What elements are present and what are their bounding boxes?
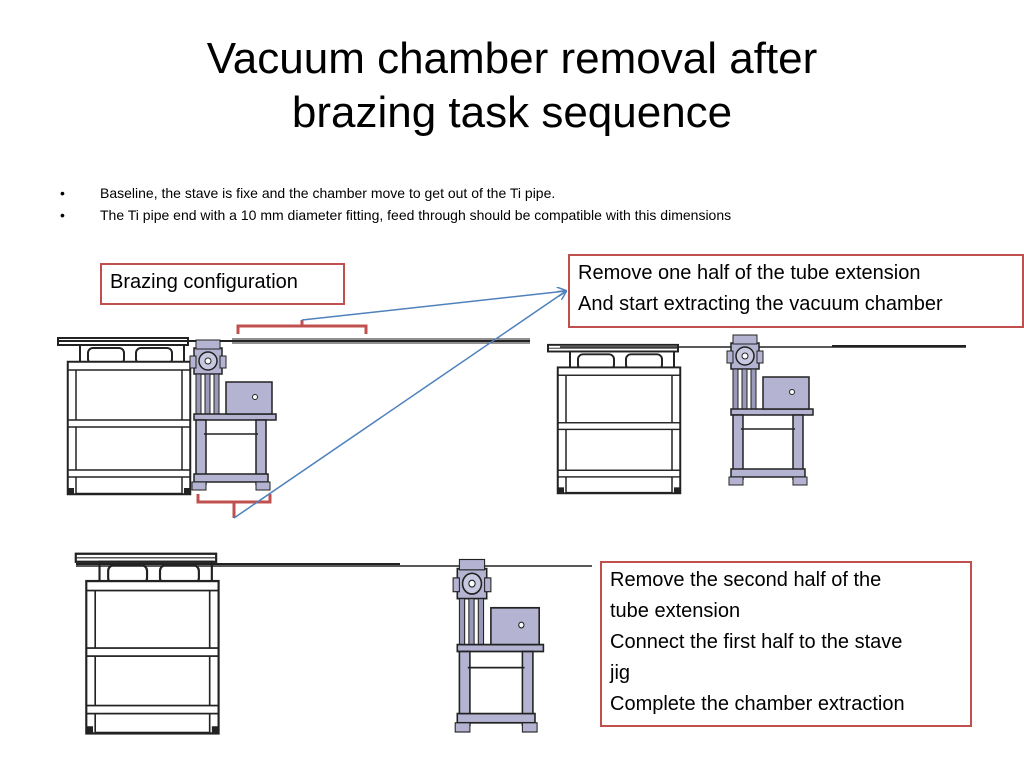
- stave-jig-rack: [56, 336, 192, 496]
- chamber-bracket: [196, 494, 272, 518]
- stave-jig-rack: [546, 343, 682, 495]
- scene-brazing: [56, 320, 530, 518]
- step-2-line: Remove the second half of the: [610, 569, 882, 591]
- step-2-line: jig: [610, 662, 631, 684]
- step-2-line: Complete the chamber extraction: [610, 693, 905, 715]
- scene-step-2: [74, 552, 592, 735]
- scene-step-1: [546, 334, 966, 495]
- bullet-item: The Ti pipe end with a 10 mm diameter fi…: [60, 204, 1000, 226]
- title-line-2: brazing task sequence: [291, 88, 733, 137]
- slide-title: Vacuum chamber removal after brazing tas…: [0, 32, 1024, 140]
- brazing-configuration-label: Brazing configuration: [100, 263, 345, 305]
- tube-extension-bracket: [236, 320, 368, 334]
- stave-jig-rack: [74, 552, 220, 735]
- vacuum-chamber: [189, 339, 277, 491]
- step-1-line: Remove one half of the tube extension: [578, 262, 921, 284]
- brazing-configuration-text: Brazing configuration: [110, 271, 298, 293]
- step-2-label: Remove the second half of the tube exten…: [600, 561, 972, 727]
- arrow-extension: [301, 291, 566, 321]
- step-2-line: Connect the first half to the stave: [610, 631, 903, 653]
- title-line-1: Vacuum chamber removal after: [206, 34, 818, 83]
- step-2-line: tube extension: [610, 600, 741, 622]
- bullet-list: Baseline, the stave is fixe and the cham…: [60, 182, 1000, 226]
- arrow-chamber: [233, 291, 566, 519]
- step-1-line: And start extracting the vacuum chamber: [578, 293, 943, 315]
- step-1-label: Remove one half of the tube extension An…: [568, 254, 1024, 328]
- bullet-item: Baseline, the stave is fixe and the cham…: [60, 182, 1000, 204]
- vacuum-chamber: [726, 334, 814, 486]
- vacuum-chamber: [452, 558, 545, 733]
